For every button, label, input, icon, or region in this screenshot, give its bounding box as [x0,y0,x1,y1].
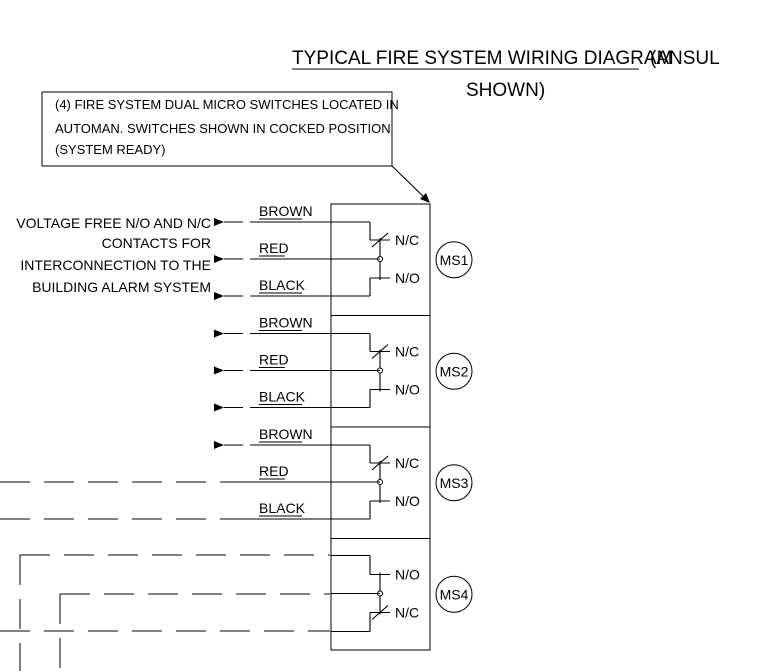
switch-id-label: MS4 [440,586,469,602]
switch-block-ms3: N/C N/O MS3 BROWN RED BLACK [214,426,473,539]
wire-color-label: BROWN [259,315,313,331]
contact-label: N/C [395,344,419,360]
note-leader-arrowhead [420,193,430,203]
contacts-note-line-2: CONTACTS FOR [102,235,211,251]
wire-color-label: BLACK [259,500,306,516]
title-suffix-line2: SHOWN) [466,80,545,101]
switch-id-circle [435,241,473,279]
note-line-2: AUTOMAN. SWITCHES SHOWN IN COCKED POSITI… [55,121,391,136]
note-line-1: (4) FIRE SYSTEM DUAL MICRO SWITCHES LOCA… [55,97,399,112]
diagram-title: TYPICAL FIRE SYSTEM WIRING DIAGRAM [292,48,672,69]
switch-location-note: (4) FIRE SYSTEM DUAL MICRO SWITCHES LOCA… [41,91,430,203]
title-suffix-line1: (ANSUL [650,48,720,69]
wire-color-label: BROWN [259,426,313,442]
switch-id-circle [435,352,473,390]
note-leader-line [391,165,428,201]
contacts-note-line-4: BUILDING ALARM SYSTEM [32,279,211,295]
wire-color-label: BLACK [259,389,306,405]
dashed-lines [0,481,330,671]
switch-id-label: MS1 [440,252,469,268]
switch-block-ms2: N/C N/O MS2 BROWN RED BLACK [214,315,473,428]
wire-color-label: RED [259,240,289,256]
wire-color-label: RED [259,463,289,479]
contact-label: N/C [395,455,419,471]
contacts-note: VOLTAGE FREE N/O AND N/C CONTACTS FOR IN… [16,215,211,295]
switch-id-circle [435,464,473,502]
contact-label: N/C [395,232,419,248]
wire-color-label: BROWN [259,203,313,219]
wire-color-label: RED [259,352,289,368]
contacts-note-line-1: VOLTAGE FREE N/O AND N/C [16,215,211,231]
note-line-3: (SYSTEM READY) [55,142,166,157]
contact-label: N/O [395,382,420,398]
micro-switches: N/CN/OMS1BROWNREDBLACKN/CN/OMS2BROWNREDB… [214,203,473,651]
switch-block-ms1: N/C N/O MS1 BROWN RED BLACK [214,203,473,316]
wire-color-label: BLACK [259,277,306,293]
switch-id-circle [435,575,473,613]
contact-label: N/O [395,567,420,583]
switch-id-label: MS3 [440,475,469,491]
contact-label: N/O [395,493,420,509]
switch-enclosure [330,538,431,651]
contacts-note-line-3: INTERCONNECTION TO THE [20,257,211,273]
switch-id-label: MS2 [440,363,469,379]
switch-block-ms4: N/O N/C MS4 [330,538,473,651]
contact-label: N/O [395,270,420,286]
contact-label: N/C [395,605,419,621]
